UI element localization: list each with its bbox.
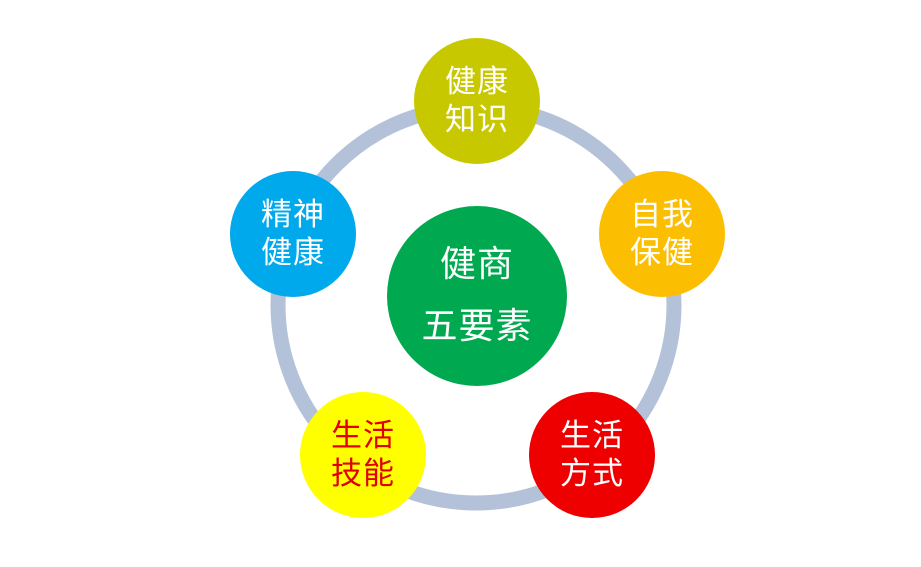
node-label-line1: 健康: [445, 64, 509, 100]
node-label-line2: 健康: [261, 235, 325, 271]
center-label-line1: 健商: [439, 244, 514, 285]
node-label-line2: 知识: [445, 102, 509, 138]
node-label-line1: 生活: [560, 418, 624, 454]
node-self-care: 自我 保健: [599, 171, 725, 297]
node-label-line2: 技能: [331, 456, 395, 492]
node-label-line2: 方式: [560, 456, 624, 492]
node-label-line1: 精神: [261, 197, 325, 233]
node-health-knowledge: 健康 知识: [414, 38, 540, 164]
node-mental-health: 精神 健康: [230, 171, 356, 297]
node-label-line2: 保健: [630, 235, 694, 271]
node-life-skills: 生活 技能: [300, 392, 426, 518]
node-lifestyle: 生活 方式: [529, 392, 655, 518]
center-label-line2: 五要素: [421, 306, 533, 347]
watermark-text: 头条号 / 无欲则刚: [765, 537, 909, 558]
node-label-line1: 自我: [630, 197, 694, 233]
center-circle: 健商 五要素: [387, 206, 567, 386]
node-label-line1: 生活: [331, 418, 395, 454]
